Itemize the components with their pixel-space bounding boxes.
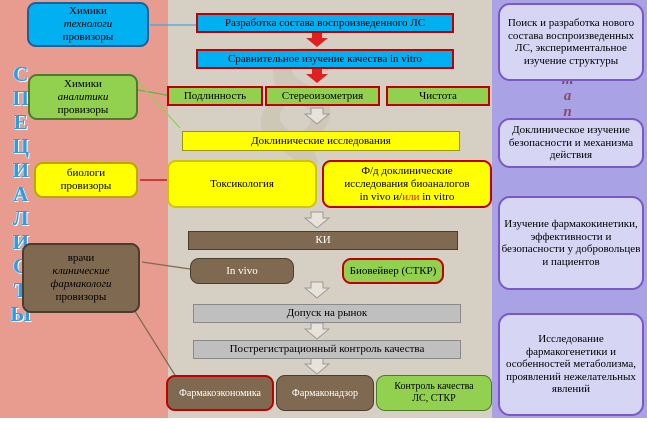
step-stereoisomerism: Стереоизометрия [265,86,380,106]
stage-desc-3: Изучение фармакокинетики, эффективности … [498,196,644,290]
step-clinical-trials: КИ [188,231,458,250]
step-purity: Чистота [386,86,490,106]
step-comparison: Сравнительное изучение качества in vitro [196,49,454,69]
step-market-approval: Допуск на рынок [193,304,461,323]
step-pharmacovigilance: Фармаконадзор [276,375,374,411]
stage-desc-1: Поиск и разработка нового состава воспро… [498,3,644,81]
step-preclinical: Доклинические исследования [182,131,460,151]
step-postregistration-control: Пострегистрационный контроль качества [193,340,461,359]
step-pharmacoeconomics: Фармакоэкономика [166,375,274,411]
stage-desc-4: Исследование фармакогенетики и особеннос… [498,313,644,416]
step-development: Разработка состава воспроизведенного ЛС [196,13,454,33]
specialists-column-bg [0,0,168,418]
step-biowaiver: Биовейвер (СТКР) [342,258,444,284]
step-authenticity: Подлинность [167,86,263,106]
stage-desc-2: Доклиническое изучение безопасности и ме… [498,118,644,168]
step-toxicology: Токсикология [167,160,317,208]
step-in-vivo: In vivo [190,258,294,284]
